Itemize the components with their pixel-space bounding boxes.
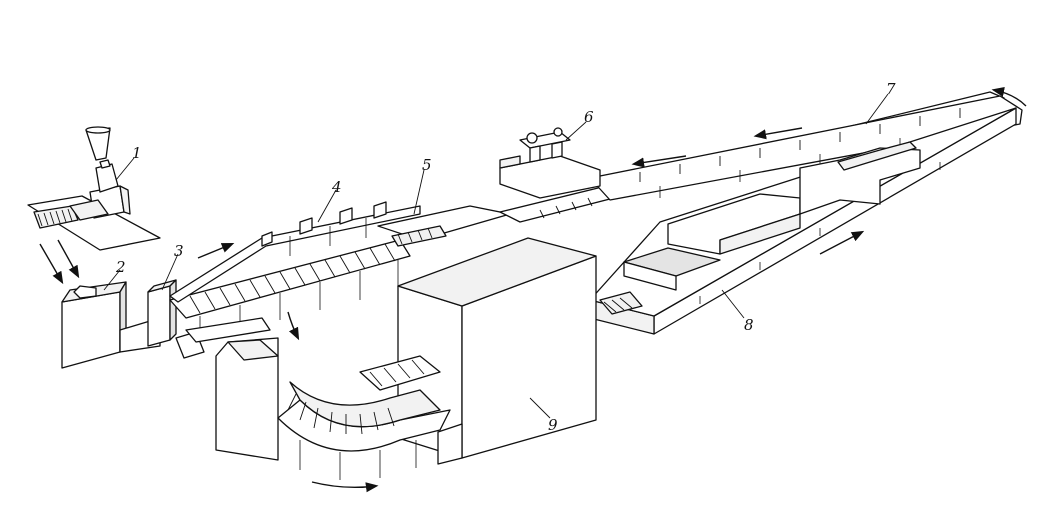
oven-tunnel-8 xyxy=(589,107,1017,335)
hopper-feeder-unit xyxy=(27,126,161,251)
callout-8: 8 xyxy=(744,316,754,334)
return-conveyor-7 xyxy=(499,91,1023,223)
flow-arrows xyxy=(39,87,1027,493)
arrow-2 xyxy=(57,239,80,279)
callout-2: 2 xyxy=(115,258,126,276)
arrow-3 xyxy=(197,243,235,259)
curved-conveyor xyxy=(175,317,451,480)
main-conveyor xyxy=(169,239,411,346)
cart-rail-4 xyxy=(169,201,421,303)
callout-6: 6 xyxy=(584,108,594,126)
callout-9: 9 xyxy=(548,416,558,434)
callout-7: 7 xyxy=(886,80,896,98)
callout-4: 4 xyxy=(331,178,342,196)
callout-3: 3 xyxy=(174,242,184,260)
transfer-column-3 xyxy=(147,279,177,347)
leader-lines xyxy=(103,93,889,419)
machine-block-2 xyxy=(61,281,161,369)
arrow-8 xyxy=(819,230,865,255)
arrow-5 xyxy=(311,481,379,493)
head-machine-6 xyxy=(499,127,601,199)
callouts: 1 2 3 4 5 6 7 8 9 xyxy=(115,80,896,434)
callout-5: 5 xyxy=(422,156,432,174)
arrow-7 xyxy=(753,127,803,140)
callout-1: 1 xyxy=(132,144,142,162)
arrow-6 xyxy=(631,155,687,168)
arrow-1 xyxy=(39,243,64,285)
arrow-4 xyxy=(287,311,300,341)
